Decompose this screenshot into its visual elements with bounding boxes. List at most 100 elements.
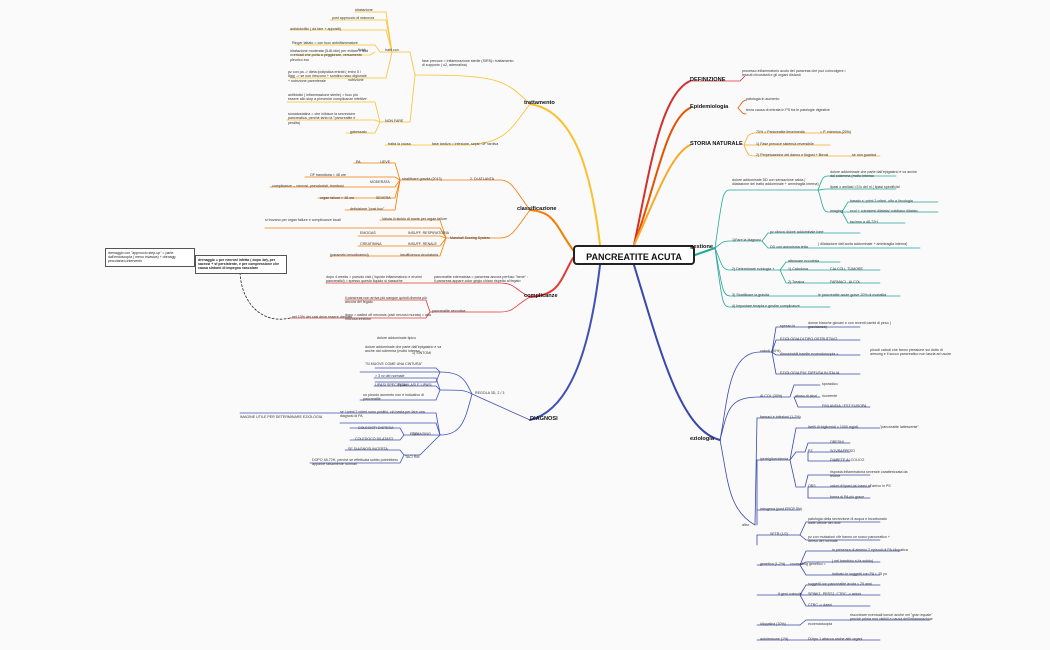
diag-tac-b: DOPO 48-72H, perchè se effettuata subito…: [312, 458, 399, 467]
ezio-counselling-2: ( nel bambino si fa subito): [832, 559, 874, 563]
tratt-fluidi: fluidi: [358, 48, 366, 52]
connector-eziologia: [633, 264, 721, 441]
ezio-counselling-1: in presenza di almeno 2 episodi di PA id…: [832, 548, 908, 552]
diag-sintomi-b: dolore addominale che parte dall'epigast…: [365, 345, 442, 354]
ezio-calcoli-1: spesso in: [780, 324, 796, 328]
tratt-nutrizione: nutrizione: [348, 78, 364, 82]
tratt-ringer: Ringer lattato = con fuoc antinfiammator…: [292, 41, 358, 45]
epi-1: patologia in aumento: [746, 97, 780, 101]
gest-eziologia-d: 2) Tossica: [788, 280, 805, 284]
branch-trattamento[interactable]: trattamento: [524, 100, 555, 106]
branch-eziologia[interactable]: eziologia: [690, 436, 714, 442]
ezio-alcol-1b: ricorrente: [822, 394, 838, 398]
tratt-fase-tardiva: fase tardiva = infezione, sepsi, OF tard…: [432, 142, 499, 146]
root-node[interactable]: PANCREATITE ACUTA: [573, 245, 695, 265]
ezio-calcoli-3a: piccoli calcoli che fanno pressione sul …: [870, 348, 952, 357]
storia-2: 1) Fase precoce sistem/a reversibile: [756, 142, 814, 146]
gest-gravita: 3) Stratificare la gravità: [732, 293, 769, 297]
ezio-calcoli-3: dimostrabili tramite ecoendoscopia =: [780, 352, 839, 356]
class-creatinina: CREATININA: [360, 242, 382, 246]
class-emodinamici: (parametri emodinamici): [330, 253, 369, 257]
gest-imaging-c: tac/rmn a 48-72H: [850, 220, 878, 224]
branch-complicanze[interactable]: complicanze: [524, 293, 558, 299]
tratt-idrat-moderata: idratazione moderata (5-8L/die) per evit…: [290, 49, 369, 62]
comp-1b: pancreatite edematosa = pancreas ancora …: [434, 275, 528, 284]
ezio-iatrogena: iatrogena (post ERCP 5%): [760, 507, 803, 511]
class-pa: PA: [356, 160, 361, 164]
diag-eco-a: COLECISTI DISTESA: [358, 426, 394, 430]
ezio-geni-2: SPINK1, PRSS1, CTRC -> azioni: [808, 592, 862, 596]
comp-box-drenaggio: drenaggio = per necrosi infetta ( dopo 4…: [195, 255, 287, 274]
class-of-trans: OF transitoria < 48 ore: [310, 173, 347, 177]
ezio-counselling: counselling genetico =: [790, 562, 826, 566]
storia-3: 2) Perpetuazione del danno e flogosi + f…: [756, 153, 829, 157]
class-marshall-b: si trovano per organ failure e complican…: [265, 218, 341, 222]
diag-imaging: 3)IMAGING: [412, 432, 431, 436]
gest-imaging: imaging: [830, 209, 843, 213]
gest-eziologia: 2) Determinare eziologia +: [732, 267, 775, 271]
diag-regola: REGOLA 3D, 2 / 3: [475, 391, 505, 395]
gest-imaging-b: ecol + cotrastesi dilatata/ cotidiano di…: [850, 209, 918, 213]
class-moderata: MODERATA: [370, 180, 390, 184]
comp-1: dopo 4 weeks = pseudo cisti ( liquido in…: [326, 275, 422, 284]
branch-classificazione[interactable]: classificazione: [517, 206, 557, 212]
gest-diagnosi-c: ( dilatazione dell'aorta addominale + am…: [818, 242, 908, 246]
ezio-ipertrig-3c: forma di PA più grave: [830, 495, 865, 499]
gest-1: dolore addominale che parte dall'epigast…: [830, 170, 917, 179]
diag-amilasi-b: LIPASI SPECIFICA: [375, 383, 406, 387]
ezio-ipertrig-2a: OBESHI: [830, 440, 844, 444]
ezio-ipertrig: ipertrigliceridemia: [760, 457, 789, 461]
class-severa: SEVERA: [376, 196, 391, 200]
diag-sintomi-c: "SI MUOVE COME UNA CINTURA": [365, 362, 423, 366]
branch-epidemiologia[interactable]: Epidemiologia: [690, 104, 729, 110]
class-complicanze: complicanze -- necrosi, pseudocisti, tro…: [272, 184, 344, 188]
branch-storia-naturale[interactable]: STORIA NATURALE: [690, 141, 743, 147]
diag-sintomi: 1) SINTOMI: [412, 351, 432, 355]
diag-eco: ECO: [410, 432, 418, 436]
diag-tac: TAC/ RM: [405, 455, 420, 459]
ezio-alcol: ALCOL (30%): [760, 394, 783, 398]
diag-amilasi-a: > 3 vv del normale: [375, 374, 405, 378]
ezio-ipertrig-obs: OBS: [808, 484, 816, 488]
comp-3b: nel 10% dei casi deve essere drenata: [292, 315, 352, 319]
tratt-gabessato: gabessato: [350, 130, 367, 134]
storia-1b: = P. edemica (20%): [820, 130, 852, 134]
class-lieve: LIEVE: [380, 160, 391, 164]
diag-tac-a: SE DIAGNOSI INCERTA: [348, 447, 388, 451]
ezio-sftr: SFTR (1/2): [770, 532, 788, 536]
diag-imaging-b: se i primi 2 criteri sono positivi, ciò …: [340, 410, 425, 419]
diag-amilasi: 2) AMILASI E LIPASI: [398, 383, 432, 387]
comp-3: dopo > walled off necrosis (cisti necros…: [345, 313, 431, 322]
comp-box-stepup: drenaggio con "approccio step-up" = part…: [105, 248, 195, 267]
ezio-altro: altro: [742, 523, 749, 527]
ezio-idiopatica: idiopatica (10%): [760, 622, 786, 626]
gest-title: dolore addominale DD con sensazione cald…: [732, 178, 819, 187]
class-atlanta: 2. DI ATLANTA: [470, 177, 495, 181]
class-marshall: Marshall Scoring System: [450, 236, 490, 240]
ezio-ipertrig-pz: PZ: [808, 449, 813, 453]
branch-gestione[interactable]: gestione: [690, 244, 714, 250]
gest-terapia: 4) Impostare terapia e gestire complican…: [732, 304, 800, 308]
diag-eco-b: COLEDOCO DILATATO: [355, 437, 394, 441]
ezio-ipertrig-3a: risposta infiammatoria severa/e caratter…: [830, 470, 908, 479]
ezio-farmaci: farmaci e infezioni (1-2%): [760, 415, 801, 419]
epi-2: terza causa di entrata in PS tra le pato…: [746, 108, 830, 112]
ezio-genetica: genetica (1-2%): [760, 562, 786, 566]
ezio-alcol-1: abuso di alcol: [795, 394, 817, 398]
branch-diagnosi[interactable]: DIAGNOSI: [530, 416, 558, 422]
class-post-hoc: definizione "post hoc": [350, 207, 385, 211]
gest-imaging-a: basato s: primi 3 criteri, olfo a l'ecol…: [850, 199, 913, 203]
connector-storia: [633, 144, 691, 246]
connector-classificazione: [529, 209, 574, 251]
ezio-idiopatica-2: riscontrare eventuali tumori anche nei "…: [850, 613, 933, 622]
ezio-ipertrig-2c: DIABETE ALCOLICO: [830, 458, 865, 462]
ezio-idiopatica-1: ecoendoscopia: [808, 622, 833, 626]
ezio-alcol-1a: sporadico: [822, 382, 838, 386]
tratt-antidolorifici: antidolorifici ( da fare + appositi): [290, 27, 342, 31]
ezio-geni-3: CTRC -> danni: [808, 603, 833, 607]
gest-eziologia-e: FARMACI , ALCOL: [830, 280, 861, 284]
class-marshall-a: Valuta il rischio di morte per organ fai…: [382, 217, 448, 221]
tratt-somatostatina: somatostatina = che inibisce la secrezio…: [288, 112, 356, 125]
branch-definizione[interactable]: DEFINIZIONE: [690, 77, 726, 83]
